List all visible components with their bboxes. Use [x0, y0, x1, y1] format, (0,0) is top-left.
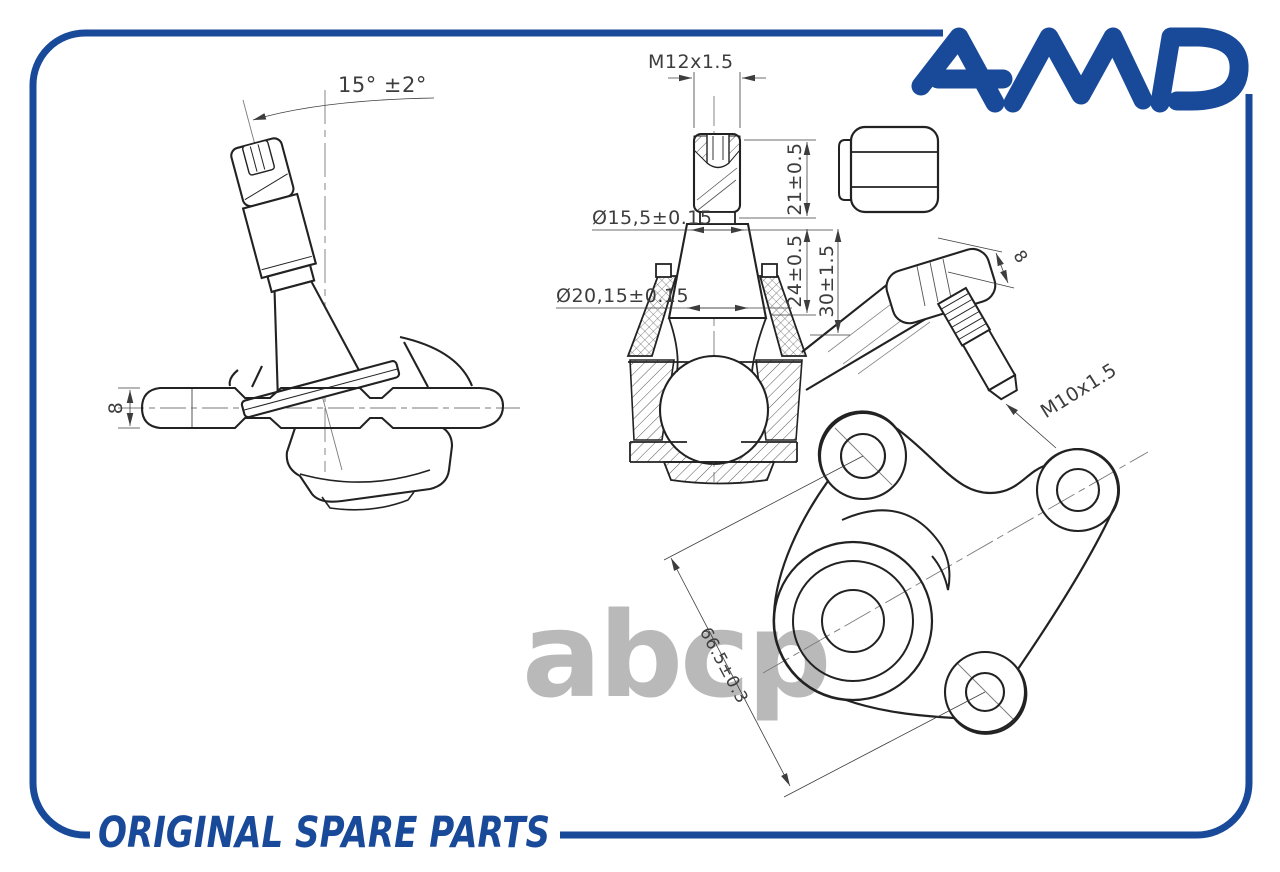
hole-bottom: [943, 650, 1027, 734]
taper-length-label: 24±0.5: [784, 234, 806, 307]
dim-stud-length: 30±1.5: [810, 229, 850, 336]
housing-shoulders: [228, 335, 473, 388]
arm-thickness-label: 8: [105, 402, 127, 415]
spline-lines: [249, 144, 266, 172]
frame-left-segment: [29, 29, 943, 839]
hook-cutout: [841, 509, 951, 591]
hole-top-right-inner: [1055, 467, 1101, 513]
section-view: M12x1.5 Ø15,5±0.15 Ø20,15±0.15 21±0.5 24…: [556, 51, 997, 485]
hole-top-left: [818, 411, 908, 501]
hole-bottom-inner: [964, 671, 1006, 713]
lower-taper-label: Ø20,15±0.15: [556, 285, 689, 307]
hole-top-right: [1035, 447, 1121, 533]
logo-letter-d: [1150, 27, 1249, 113]
upper-taper-label: Ø15,5±0.15: [592, 207, 712, 229]
hole-top-left-inner: [839, 432, 887, 480]
ball-pivot: [658, 354, 770, 466]
pinch-bolt-stud: [936, 286, 1018, 401]
boss-axis-centerline: [762, 451, 1149, 674]
side-view: 8 15° ±2°: [105, 73, 520, 511]
control-arm-bar: [140, 386, 505, 430]
hole-a-tick: [834, 427, 893, 486]
stud-assembly: [230, 137, 401, 419]
closure-cap: [662, 461, 776, 485]
section-stud: [692, 132, 742, 225]
frame-right-segment: [560, 94, 1253, 839]
dim-upper-taper: Ø15,5±0.15: [592, 207, 833, 234]
dim-lower-taper: Ø20,15±0.15: [556, 285, 792, 312]
stud-neck: [699, 211, 736, 225]
dim-thread: M12x1.5: [648, 51, 766, 128]
hole-c-tick: [957, 663, 1015, 721]
stud-length-label: 30±1.5: [816, 244, 838, 317]
dim-arm-thickness: 8: [105, 387, 140, 429]
ball-neck: [668, 317, 767, 373]
brand-logo: [911, 27, 1249, 113]
dim-stud-angle: 15° ±2°: [252, 73, 435, 121]
dust-boot: [626, 263, 808, 357]
dim-stud-thread: M10x1.5: [1005, 359, 1121, 449]
thread-label: M12x1.5: [648, 51, 734, 73]
stud-offset-label: 8: [1009, 247, 1032, 268]
thread-length-label: 21±0.5: [784, 142, 806, 215]
stud-thread-label: M10x1.5: [1037, 359, 1121, 423]
dim-thread-length: 21±0.5: [739, 139, 816, 219]
footer-tagline: ORIGINAL SPARE PARTS: [98, 808, 550, 858]
page-frame: [29, 29, 1253, 839]
bolt-holes: [818, 411, 1121, 734]
housing-lower: [285, 427, 454, 511]
hex-nut: [838, 125, 940, 214]
stud-angle-label: 15° ±2°: [338, 73, 427, 97]
dim-taper-length: 24±0.5: [770, 229, 816, 316]
logo-letter-m: [1003, 27, 1153, 113]
